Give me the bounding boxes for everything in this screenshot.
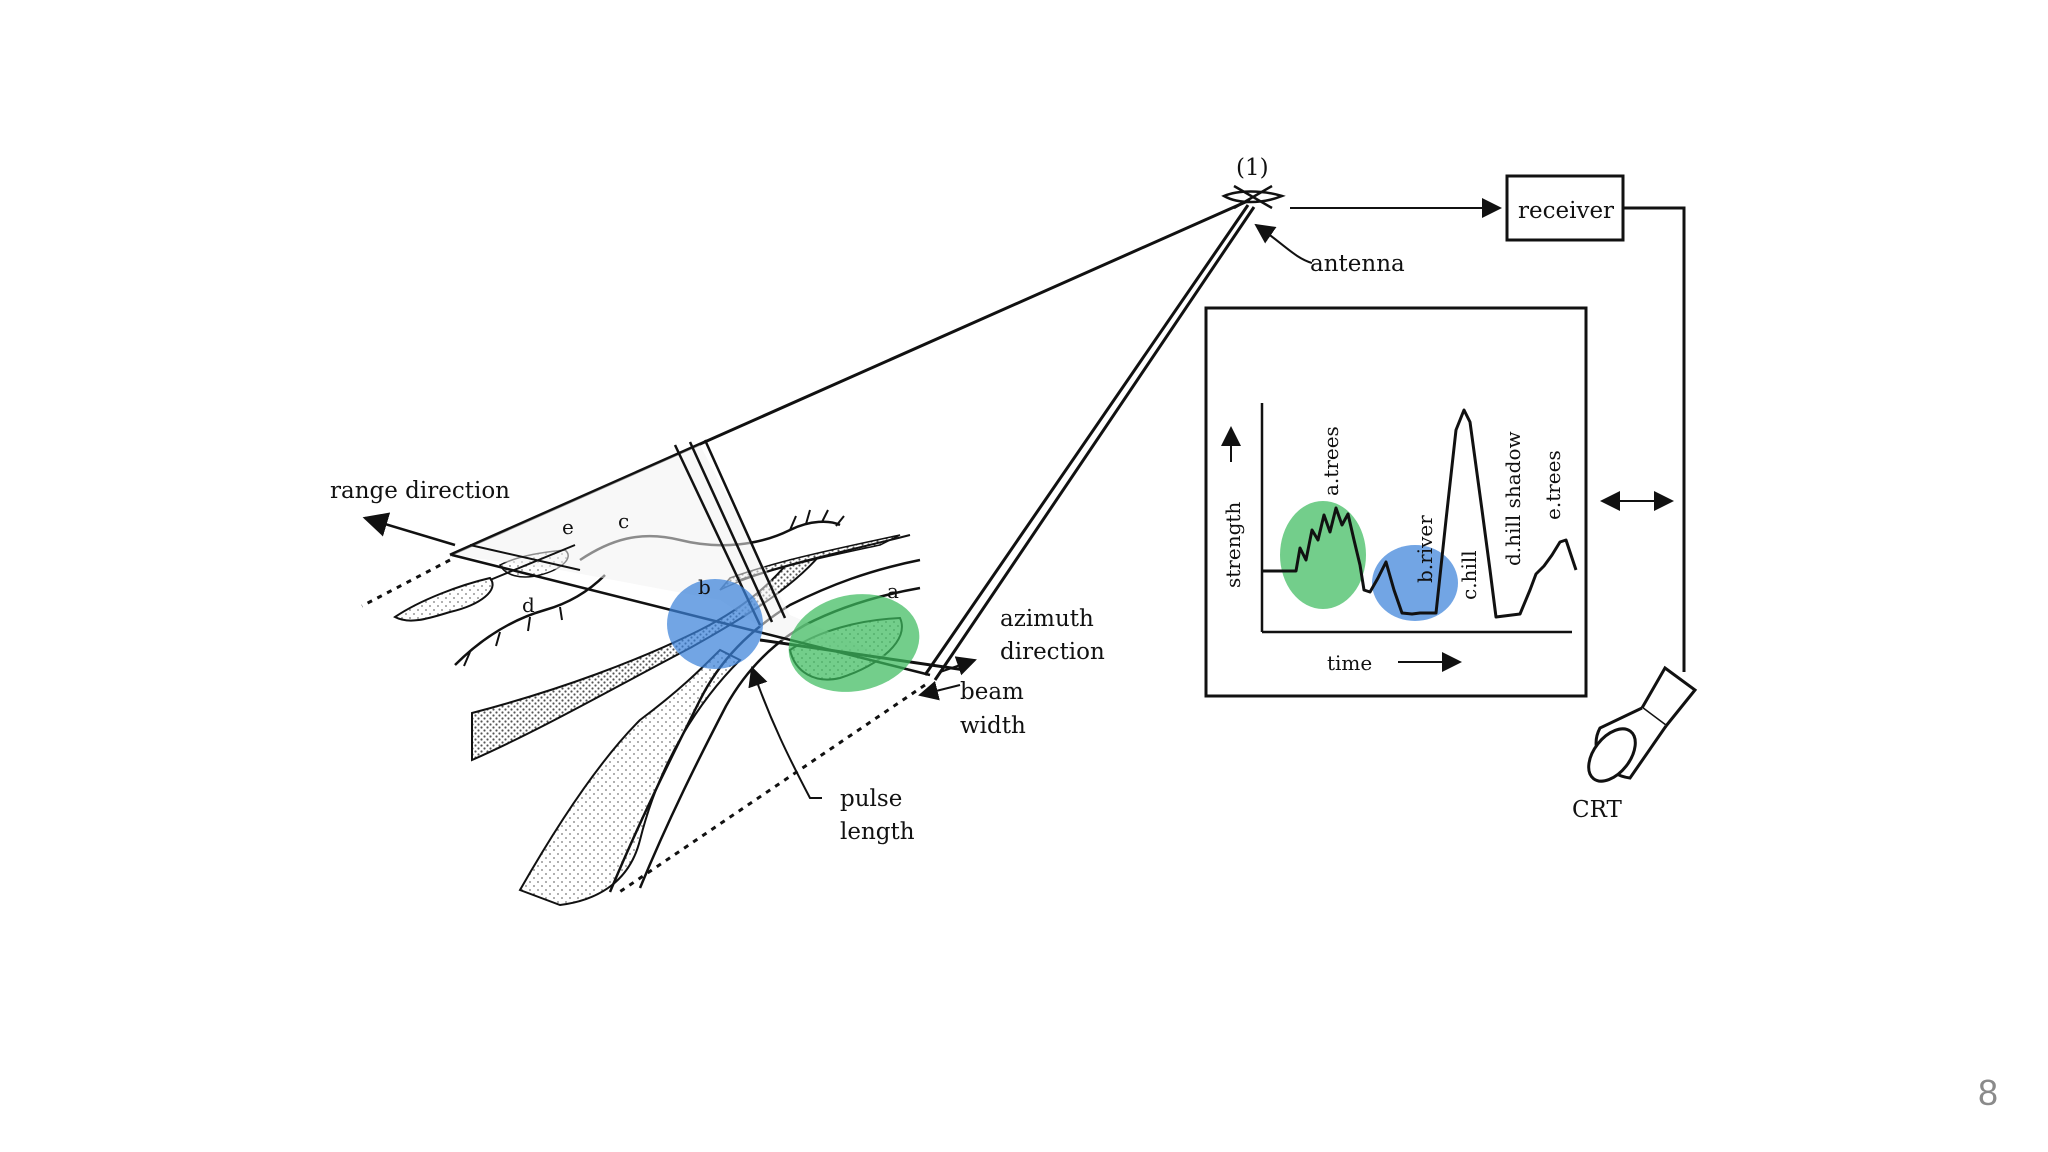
antenna-pointer: [1254, 223, 1313, 264]
beam-far-edge: [449, 198, 1251, 557]
beam-near-edge-1: [923, 204, 1250, 676]
range-dash-bottom: [617, 683, 926, 895]
plot-ylabel: strength: [1221, 502, 1245, 588]
footprint-cross-1: [469, 544, 581, 571]
ridge-d-ticks: [463, 606, 563, 667]
pulse-line-2: [688, 441, 774, 623]
terrain-label-d: d: [522, 593, 535, 617]
ridge-ticks: [789, 509, 845, 531]
page-number: 8: [1977, 1072, 1998, 1113]
range-direction-label: range direction: [330, 478, 510, 504]
azimuth-label-line2: direction: [1000, 639, 1105, 665]
river-highlight-ground: [667, 579, 763, 669]
pulse-length-label-line1: pulse: [840, 786, 902, 812]
trees-highlight-ground: [788, 594, 920, 692]
signal-trace: [1262, 408, 1578, 619]
radar-beam: [361, 198, 1256, 895]
feature-label-trees-a: a.trees: [1319, 426, 1343, 496]
trees-highlight-plot: [1280, 501, 1366, 609]
terrain-label-c: c: [618, 509, 629, 533]
pulse-length-pointer: [748, 666, 822, 799]
tree-patch-e: [393, 576, 494, 622]
azimuth-arrow: [939, 656, 977, 676]
antenna-id-label: (1): [1236, 155, 1269, 181]
plot-xlabel: time: [1327, 651, 1372, 675]
feature-label-hill-shadow: d.hill shadow: [1501, 431, 1525, 566]
antenna-label: antenna: [1310, 251, 1405, 277]
terrain-label-b: b: [698, 575, 711, 599]
beam-width-label-line2: width: [960, 713, 1026, 739]
antenna-icon: [1221, 184, 1286, 210]
signal-plot: strength time a.trees b.river c.hill d.h…: [1204, 306, 1588, 698]
receiver-label: receiver: [1518, 198, 1614, 224]
receiver-box: [1505, 174, 1625, 242]
terrain-label-a: a: [887, 579, 899, 603]
crt-icon: [1587, 665, 1698, 783]
crt-label: CRT: [1572, 797, 1623, 823]
footprint-cross-2: [489, 544, 576, 581]
feature-label-trees-e: e.trees: [1541, 450, 1565, 520]
beam-width-label-line1: beam: [960, 679, 1024, 705]
feature-label-river: b.river: [1413, 515, 1437, 583]
pulse-line-3: [703, 439, 787, 619]
beam-footprint: [452, 445, 930, 675]
pulse-length-label-line2: length: [840, 819, 915, 845]
azimuth-label-line1: azimuth: [1000, 606, 1094, 632]
range-direction-arrow: [362, 512, 456, 547]
receiver-crt-line: [1623, 206, 1686, 672]
feature-label-hill: c.hill: [1457, 550, 1481, 600]
beam-near-edge-2: [933, 206, 1256, 681]
terrain-label-e: e: [562, 515, 574, 539]
beam-width-arrow: [918, 680, 961, 701]
